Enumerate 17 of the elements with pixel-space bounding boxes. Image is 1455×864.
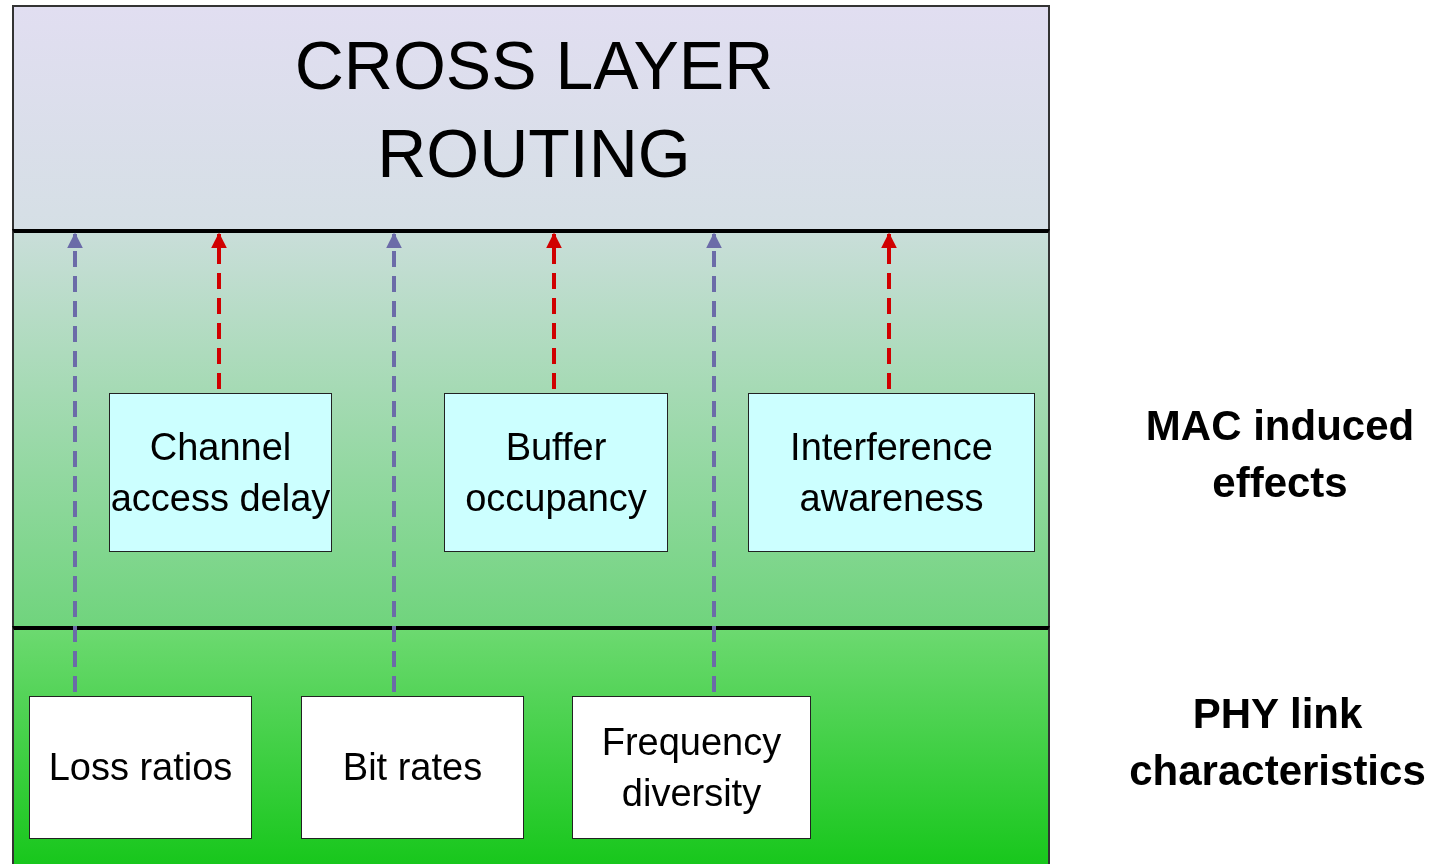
dashed-arrow <box>211 232 227 389</box>
parameter-box: Loss ratios <box>29 696 252 839</box>
layer-label: MAC induced effects <box>1144 401 1416 508</box>
dashed-arrow <box>386 232 402 692</box>
parameter-box: Bit rates <box>301 696 524 839</box>
parameter-box: Interference awareness <box>748 393 1035 552</box>
dashed-arrow <box>67 232 83 692</box>
parameter-box: Buffer occupancy <box>444 393 668 552</box>
parameter-box: Channel access delay <box>109 393 332 552</box>
layer-label: PHY link characteristics <box>1128 689 1427 796</box>
layer-band <box>12 5 1050 231</box>
layer-band <box>12 626 1050 864</box>
dashed-arrow <box>706 232 722 692</box>
parameter-box: Frequency diversity <box>572 696 811 839</box>
layer-title: CROSS LAYER ROUTING <box>293 26 775 194</box>
dashed-arrow <box>546 232 562 389</box>
dashed-arrow <box>881 232 897 389</box>
